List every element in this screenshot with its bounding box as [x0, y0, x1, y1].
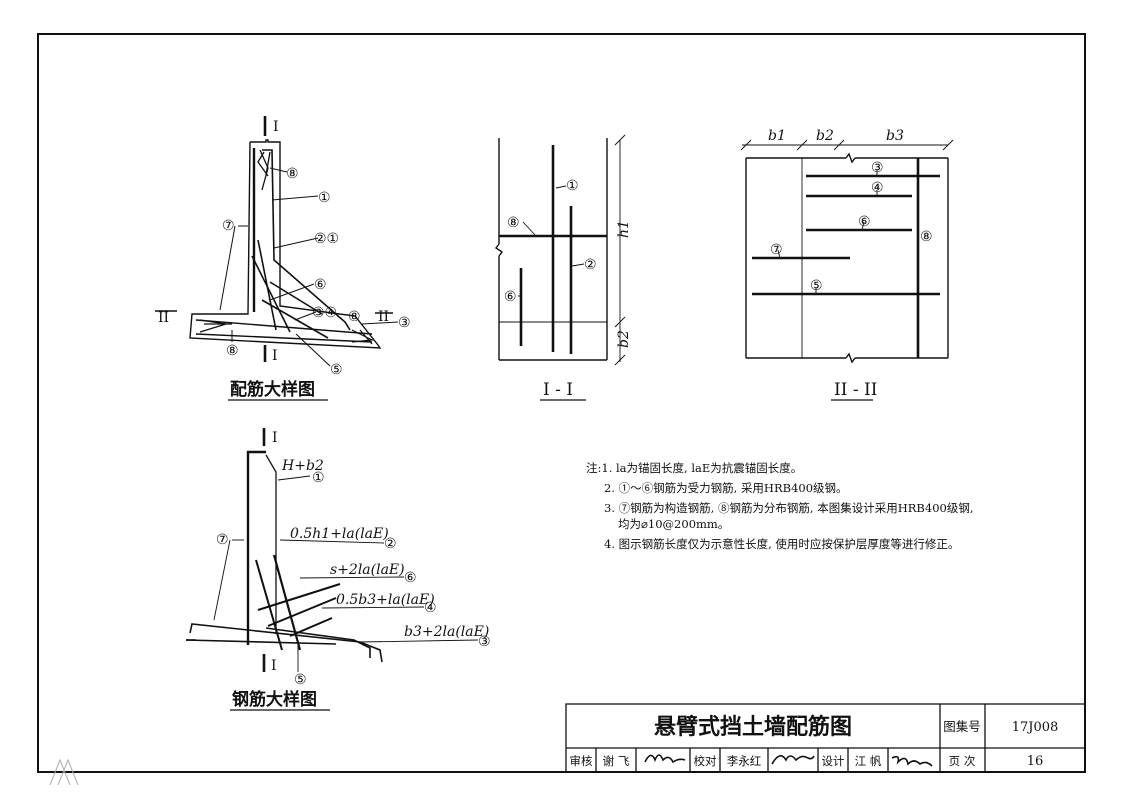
- s1-dim-h1: h1: [616, 220, 632, 238]
- section-mark-bottom-1: I: [272, 348, 278, 364]
- checker-name: 李永红: [727, 754, 762, 768]
- atlas-number: 17J008: [1012, 720, 1059, 735]
- bd-label-bar-1: ①: [312, 470, 325, 486]
- note-line-5: 4. 图示钢筋长度仅为示意性长度, 使用时应按保护层厚度等进行修正。: [604, 537, 959, 551]
- label-bar-6: ⑥: [314, 277, 327, 293]
- section-1-title: I - I: [543, 380, 573, 400]
- page-number: 16: [1027, 754, 1044, 769]
- label-bar-1: ①: [318, 190, 331, 206]
- reviewer-signature: [644, 754, 686, 764]
- s1-label-bar-1: ①: [566, 178, 579, 194]
- label-bar-8-bottom: ⑧: [226, 343, 239, 359]
- bd-length-4: 0.5b3+la(laE): [336, 592, 435, 608]
- note-line-1: 注:1. la为锚固长度, laE为抗震锚固长度。: [586, 461, 802, 475]
- section-mark-top-1: I: [273, 119, 279, 135]
- s1-dim-b2: b2: [616, 330, 632, 348]
- section-2-diagram: [740, 139, 954, 364]
- s2-label-bar-5: ⑤: [810, 278, 823, 294]
- notes-block: 注:1. la为锚固长度, laE为抗震锚固长度。 2. ①～⑥钢筋为受力钢筋,…: [586, 461, 974, 551]
- bd-label-bar-4: ④: [424, 600, 437, 616]
- label-bar-21: ②①: [314, 231, 339, 247]
- bd-length-1: H+b2: [281, 458, 324, 474]
- bd-label-bar-2: ②: [384, 536, 397, 552]
- s2-dim-b2: b2: [816, 128, 834, 144]
- bd-label-bar-3: ③: [478, 634, 491, 650]
- label-bar-7: ⑦: [222, 218, 235, 234]
- section-2-title: II - II: [834, 380, 877, 400]
- drawing-frame: [37, 33, 1086, 773]
- note-line-4: 均为⌀10@200mm。: [618, 517, 729, 531]
- note-line-3: 3. ⑦钢筋为构造钢筋, ⑧钢筋为分布钢筋, 本图集设计采用HRB400级钢,: [604, 501, 974, 515]
- drawing-title: 悬臂式挡土墙配筋图: [654, 714, 852, 740]
- rebar-detail-diagram: [155, 116, 399, 367]
- section-1-labels: ① ⑧ ② ⑥ h1 b2 I - I: [504, 178, 632, 400]
- bd-section-mark-bottom: I: [271, 658, 277, 674]
- title-block-text: 悬臂式挡土墙配筋图 图集号 17J008 审核 谢 飞 校对 李永红 设计 江 …: [570, 714, 1059, 769]
- designer-name: 江 帆: [855, 754, 882, 768]
- bd-section-mark-top: I: [272, 430, 278, 446]
- bd-length-3: b3+2la(laE): [404, 624, 489, 640]
- design-label: 设计: [822, 754, 845, 768]
- title-block: [565, 703, 1086, 773]
- page-label: 页 次: [949, 754, 976, 768]
- label-bar-8-top: ⑧: [286, 166, 299, 182]
- label-bar-34: ③④: [312, 305, 337, 321]
- note-line-2: 2. ①～⑥钢筋为受力钢筋, 采用HRB400级钢。: [604, 481, 848, 495]
- s2-label-bar-3: ③: [871, 160, 884, 176]
- section-2-labels: b1 b2 b3 ③ ④ ⑥ ⑧ ⑦ ⑤ II - II: [768, 128, 933, 400]
- section-mark-left-2: II: [158, 310, 169, 326]
- corner-mark: [49, 758, 79, 786]
- bd-label-bar-5: ⑤: [294, 672, 307, 688]
- s2-label-bar-8: ⑧: [920, 229, 933, 245]
- s2-label-bar-7: ⑦: [770, 242, 783, 258]
- label-bar-5: ⑤: [330, 362, 343, 378]
- s2-dim-b1: b1: [768, 128, 786, 144]
- label-bar-3: ③: [398, 315, 411, 331]
- rebar-detail-labels: I I II II ⑧ ① ⑦ ②① ⑥ ③④ ⑧ ③ ⑧ ⑤ 配筋大样图: [158, 119, 411, 400]
- designer-signature: [891, 755, 933, 767]
- section-1-diagram: [494, 134, 626, 366]
- s2-label-bar-6: ⑥: [858, 214, 871, 230]
- section-mark-right-2: II: [378, 309, 389, 325]
- bar-detail-title: 钢筋大样图: [232, 689, 317, 710]
- bd-length-6: s+2la(laE): [330, 562, 405, 578]
- reviewer-name: 谢 飞: [603, 754, 630, 768]
- s1-label-bar-8: ⑧: [507, 215, 520, 231]
- review-label: 审核: [570, 754, 593, 768]
- atlas-label: 图集号: [943, 719, 981, 734]
- bd-length-2: 0.5h1+la(laE): [290, 526, 389, 542]
- label-bar-8-right: ⑧: [348, 309, 361, 325]
- checker-signature: [771, 755, 815, 765]
- rebar-detail-title: 配筋大样图: [230, 379, 315, 400]
- check-label: 校对: [694, 754, 717, 768]
- bd-label-bar-7: ⑦: [216, 532, 229, 548]
- bar-detail-diagram: [185, 428, 479, 672]
- s1-label-bar-2: ②: [584, 257, 597, 273]
- s1-label-bar-6: ⑥: [504, 289, 517, 305]
- bd-label-bar-6: ⑥: [404, 570, 417, 586]
- bar-detail-labels: I I H+b2 ① ⑦ 0.5h1+la(laE) ② s+2la(laE) …: [216, 430, 491, 710]
- s2-dim-b3: b3: [886, 128, 904, 144]
- s2-label-bar-4: ④: [871, 180, 884, 196]
